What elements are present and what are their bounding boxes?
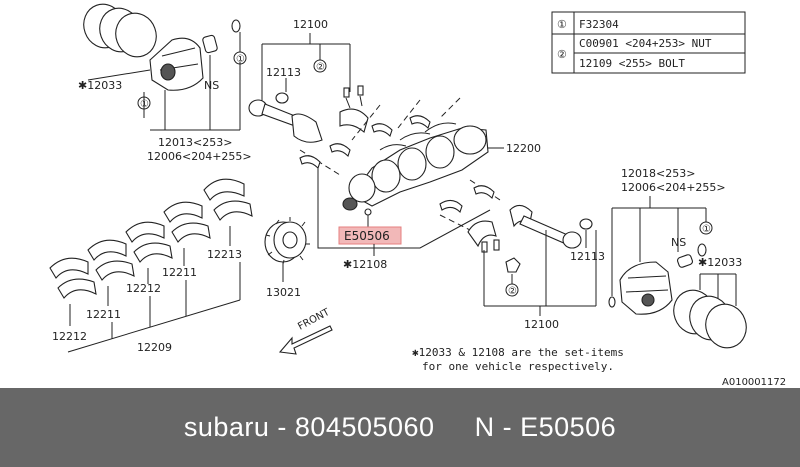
label-12006-left: 12006<204+255> xyxy=(147,150,252,163)
figure-id: A010001172 xyxy=(722,377,786,388)
footer-part-number: 804505060 xyxy=(294,412,435,442)
connecting-rod-bottom xyxy=(509,204,582,249)
footer-caption: subaru - 804505060 N - E50506 xyxy=(183,412,617,442)
bearing-pair-12211-upper xyxy=(163,201,211,243)
crankshaft xyxy=(342,122,489,211)
nut-bottom xyxy=(505,257,521,273)
legend-row2b-text: 12109 <255> BOLT xyxy=(579,57,685,70)
main-bearing-halves xyxy=(299,115,495,214)
highlighted-part-e50506: E50506 xyxy=(338,208,402,245)
label-12209: 12209 xyxy=(137,341,172,354)
label-12100-bottom: 12100 xyxy=(524,318,559,331)
legend-table: ① F32304 ② C00901 <204+253> NUT 12109 <2… xyxy=(551,11,746,74)
svg-text:①: ① xyxy=(702,224,711,235)
label-12018: 12018<253> xyxy=(621,167,695,180)
piston-ring-set-right xyxy=(673,289,747,349)
circlip-right xyxy=(608,243,707,308)
rod-cap-top xyxy=(339,85,369,133)
svg-text:②: ② xyxy=(316,62,325,73)
svg-text:②: ② xyxy=(508,286,517,297)
front-arrow-icon: FRONT xyxy=(278,306,333,355)
label-12113-top: 12113 xyxy=(266,66,301,79)
label-12212-lower: 12212 xyxy=(52,330,87,343)
svg-text:①: ① xyxy=(140,99,149,110)
circled-2-marker: ② xyxy=(505,283,519,297)
bearing-pair-12212-upper xyxy=(125,221,173,263)
footer-brand: subaru xyxy=(183,412,270,442)
label-12113-right: 12113 xyxy=(570,250,605,263)
circled-1-marker: ① xyxy=(699,221,713,235)
bearing-pair-12212-lower xyxy=(49,257,97,299)
footer-banner: subaru - 804505060 N - E50506 xyxy=(0,388,800,467)
note-line-2: for one vehicle respectively. xyxy=(422,360,614,373)
parts-diagram: ① F32304 ② C00901 <204+253> NUT 12109 <2… xyxy=(49,3,786,388)
bearing-pair-12211-lower xyxy=(87,239,135,281)
footer-n-label: N xyxy=(474,412,495,442)
svg-text:E50506: E50506 xyxy=(344,229,390,243)
label-12213: 12213 xyxy=(207,248,242,261)
piston-pin-right xyxy=(677,254,693,268)
label-12211-lower: 12211 xyxy=(86,308,121,321)
label-ns-left: NS xyxy=(204,79,219,92)
label-13021: 13021 xyxy=(266,286,301,299)
crank-sprocket xyxy=(264,217,310,265)
note-line-1: ✱12033 & 12108 are the set-items xyxy=(412,346,624,359)
circled-2-marker: ② xyxy=(313,59,327,73)
rod-bearing-bottom xyxy=(579,218,593,230)
svg-text:①: ① xyxy=(236,54,245,65)
circlip-left xyxy=(231,19,241,33)
rod-bearing-top xyxy=(275,92,289,104)
label-12108: ✱12108 xyxy=(343,258,387,271)
label-12200: 12200 xyxy=(506,142,541,155)
label-12211-upper: 12211 xyxy=(162,266,197,279)
label-12006-right: 12006<204+255> xyxy=(621,181,726,194)
label-12013: 12013<253> xyxy=(158,136,232,149)
footer-n-code: E50506 xyxy=(520,412,617,442)
piston-right xyxy=(619,261,673,315)
rod-cap-bottom xyxy=(467,220,500,253)
circled-1-marker: ① xyxy=(233,51,247,65)
legend-row2a-text: C00901 <204+253> NUT xyxy=(579,37,712,50)
label-ns-right: NS xyxy=(671,236,686,249)
bearing-pair-12213 xyxy=(203,178,253,221)
label-12100-top: 12100 xyxy=(293,18,328,31)
legend-row2-num: ② xyxy=(557,48,567,61)
piston-left xyxy=(149,37,204,91)
legend-row1-num: ① xyxy=(557,18,567,31)
label-12033-left: ✱12033 xyxy=(78,79,122,92)
connecting-rod-top xyxy=(248,99,323,143)
label-12033-right: ✱12033 xyxy=(698,256,742,269)
label-12212-upper: 12212 xyxy=(126,282,161,295)
circled-1-marker: ① xyxy=(137,96,151,110)
piston-ring-set-left xyxy=(83,3,157,58)
piston-pin-left xyxy=(202,34,218,54)
legend-row1-text: F32304 xyxy=(579,18,619,31)
